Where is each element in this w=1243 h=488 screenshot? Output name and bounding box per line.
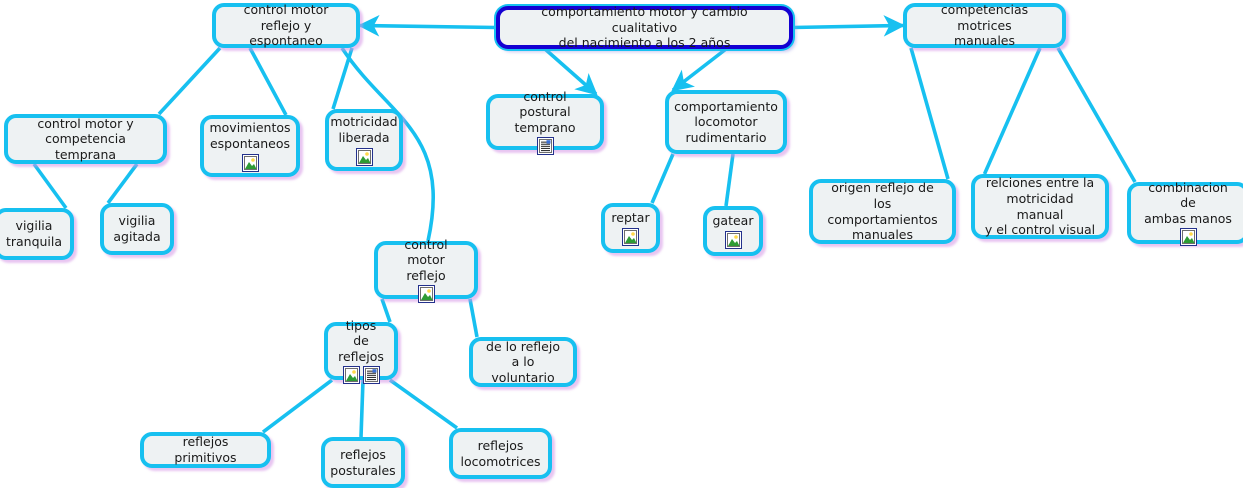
concept-node-label: control motor reflejo y espontaneo: [243, 2, 329, 49]
concept-node-label: movimientos espontaneos: [209, 120, 291, 151]
concept-node-label: comportamiento locomotor rudimentario: [674, 98, 778, 145]
concept-node-icons: [417, 285, 435, 304]
concept-node-label: reflejos posturales: [330, 446, 396, 478]
concept-edge: [106, 162, 139, 205]
concept-node-label: gatear: [712, 213, 754, 229]
concept-node-label: control postural temprano: [514, 88, 576, 135]
concept-node-icons: [1179, 228, 1197, 247]
concept-node-reflejos-posturales[interactable]: reflejos posturales: [321, 437, 405, 488]
concept-edge: [468, 298, 479, 338]
concept-node-label: reflejos locomotrices: [460, 437, 541, 469]
concept-edge: [388, 378, 459, 430]
concept-edge: [248, 47, 288, 116]
concept-node-icons: [355, 147, 373, 166]
concept-node-competencias-motrices-manuales[interactable]: competencias motrices manuales: [903, 2, 1066, 49]
concept-edge: [543, 47, 598, 96]
document-icon[interactable]: [362, 366, 380, 385]
concept-node-label: motricidad liberada: [330, 114, 398, 145]
concept-node-control-postural-temprano[interactable]: control postural temprano: [486, 89, 604, 156]
concept-edge: [724, 153, 735, 207]
concept-edge: [157, 46, 222, 116]
concept-node-icons: [536, 137, 554, 156]
concept-node-icons: [724, 230, 742, 249]
concept-node-label: control motor y competencia temprana: [37, 115, 134, 162]
concept-edge: [32, 162, 68, 210]
image-icon[interactable]: [724, 230, 742, 249]
concept-node-label: vigilia tranquila: [5, 218, 63, 249]
concept-node-label: de lo reflejo a lo voluntario: [486, 338, 560, 385]
concept-edge: [909, 47, 950, 180]
concept-node-label: tipos de reflejos: [338, 317, 384, 364]
image-icon[interactable]: [417, 285, 435, 304]
image-icon[interactable]: [355, 147, 373, 166]
concept-node-control-motor-competencia-temprana[interactable]: control motor y competencia temprana: [4, 114, 167, 164]
concept-node-vigilia-tranquila[interactable]: vigilia tranquila: [0, 208, 74, 260]
image-icon[interactable]: [342, 366, 360, 385]
concept-node-label: relciones entre la motricidad manual y e…: [984, 175, 1096, 238]
concept-node-root[interactable]: comportamiento motor y cambio cualitativ…: [496, 4, 793, 51]
concept-edge: [357, 14, 497, 37]
concept-edge: [982, 47, 1042, 175]
concept-edge: [331, 47, 354, 110]
concept-edge: [671, 47, 728, 92]
concept-edge: [792, 15, 906, 37]
concept-node-tipos-de-reflejos[interactable]: tipos de reflejos: [324, 318, 398, 385]
concept-node-label: reptar: [611, 210, 650, 226]
concept-node-icons: [342, 366, 380, 385]
concept-node-reptar[interactable]: reptar: [601, 203, 660, 253]
concept-node-label: origen reflejo de los comportamientos ma…: [827, 180, 938, 243]
concept-node-label: control motor reflejo: [404, 236, 448, 283]
image-icon[interactable]: [241, 153, 259, 172]
concept-node-icons: [241, 153, 259, 172]
concept-node-label: comportamiento motor y cambio cualitativ…: [541, 4, 748, 51]
concept-node-gatear[interactable]: gatear: [703, 206, 763, 256]
concept-node-icons: [622, 227, 639, 246]
concept-node-origen-reflejo-comportamientos-manuales[interactable]: origen reflejo de los comportamientos ma…: [809, 179, 956, 244]
concept-node-motricidad-liberada[interactable]: motricidad liberada: [325, 109, 403, 171]
concept-node-movimientos-espontaneos[interactable]: movimientos espontaneos: [200, 115, 300, 177]
document-icon[interactable]: [536, 137, 554, 156]
concept-node-label: competencias motrices manuales: [940, 2, 1029, 49]
concept-edge: [261, 378, 334, 434]
concept-node-reflejos-locomotrices[interactable]: reflejos locomotrices: [449, 428, 552, 479]
concept-node-control-motor-reflejo-espontaneo[interactable]: control motor reflejo y espontaneo: [212, 2, 360, 49]
image-icon[interactable]: [1179, 228, 1197, 247]
concept-node-control-motor-reflejo[interactable]: control motor reflejo: [374, 237, 478, 304]
concept-node-reflejos-primitivos[interactable]: reflejos primitivos: [140, 432, 271, 468]
concept-edge: [359, 379, 365, 438]
concept-node-de-lo-reflejo-a-lo-voluntario[interactable]: de lo reflejo a lo voluntario: [469, 337, 577, 387]
concept-node-vigilia-agitada[interactable]: vigilia agitada: [100, 203, 174, 255]
concept-node-relaciones-motricidad-control-visual[interactable]: relciones entre la motricidad manual y e…: [971, 174, 1109, 239]
concept-node-label: vigilia agitada: [113, 213, 161, 244]
concept-edge: [1056, 47, 1137, 183]
concept-node-label: reflejos primitivos: [174, 434, 237, 465]
concept-edge: [650, 153, 675, 204]
concept-node-combinacion-ambas-manos[interactable]: combinacion de ambas manos: [1127, 179, 1243, 247]
image-icon[interactable]: [622, 227, 639, 246]
concept-node-label: combinacion de ambas manos: [1144, 179, 1232, 226]
concept-node-comportamiento-locomotor-rudimentario[interactable]: comportamiento locomotor rudimentario: [665, 90, 787, 154]
